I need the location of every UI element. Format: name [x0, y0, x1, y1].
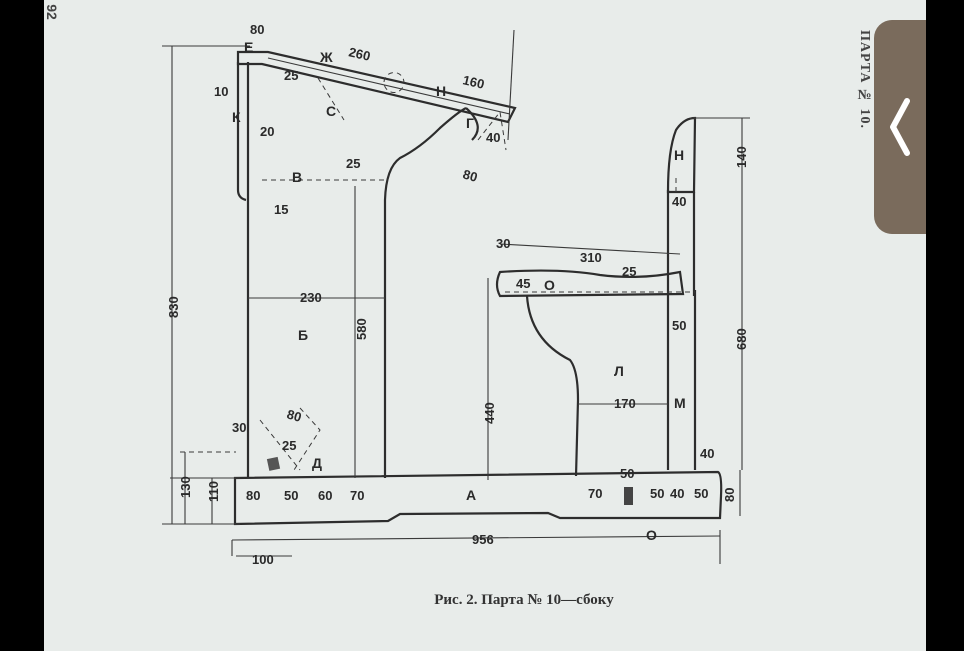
svg-text:60: 60 — [318, 488, 332, 503]
svg-text:830: 830 — [166, 296, 181, 318]
svg-text:110: 110 — [206, 481, 221, 502]
back-button[interactable] — [874, 20, 926, 234]
label-Q: О — [646, 527, 657, 543]
svg-text:50: 50 — [694, 486, 708, 501]
label-D: Д — [312, 455, 322, 471]
svg-text:40: 40 — [670, 486, 684, 501]
svg-text:40: 40 — [700, 446, 714, 461]
label-O: О — [544, 277, 555, 293]
label-ZH: Ж — [319, 49, 333, 65]
svg-text:20: 20 — [260, 124, 274, 139]
svg-text:580: 580 — [354, 318, 369, 340]
svg-text:140: 140 — [734, 146, 749, 168]
label-G: Г — [466, 115, 474, 131]
svg-text:70: 70 — [588, 486, 602, 501]
label-S: С — [326, 103, 336, 119]
label-L: Л — [614, 363, 624, 379]
document-page: 92 ПАРТА № 10. — [44, 0, 926, 651]
svg-text:170: 170 — [614, 396, 636, 411]
label-K: К — [232, 109, 241, 125]
svg-text:50: 50 — [284, 488, 298, 503]
svg-text:40: 40 — [672, 194, 686, 209]
dimension-texts: 80 260 160 25 10 20 40 80 25 15 830 230 … — [166, 22, 749, 567]
svg-text:130: 130 — [178, 476, 193, 498]
technical-drawing: А Б В Г Д Е Ж К Л М Н Н О С О 80 260 160 — [162, 22, 750, 567]
figure-caption: Рис. 2. Парта № 10—сбоку — [434, 592, 614, 608]
svg-text:30: 30 — [232, 420, 246, 435]
svg-text:160: 160 — [461, 72, 486, 91]
svg-text:10: 10 — [214, 84, 228, 99]
part-labels: А Б В Г Д Е Ж К Л М Н Н О С О — [232, 39, 686, 543]
svg-text:80: 80 — [246, 488, 260, 503]
svg-text:80: 80 — [722, 488, 737, 502]
svg-text:25: 25 — [282, 438, 296, 453]
label-A: А — [466, 487, 476, 503]
svg-text:45: 45 — [516, 276, 530, 291]
svg-text:100: 100 — [252, 552, 274, 567]
label-B: Б — [298, 327, 308, 343]
side-title: ПАРТА № 10. — [857, 30, 872, 129]
svg-text:25: 25 — [346, 156, 360, 171]
svg-text:25: 25 — [622, 264, 636, 279]
label-E: Е — [244, 39, 253, 55]
svg-text:40: 40 — [486, 130, 500, 145]
label-M: М — [674, 395, 686, 411]
svg-text:25: 25 — [284, 68, 298, 83]
svg-text:310: 310 — [580, 250, 602, 265]
svg-text:956: 956 — [472, 532, 494, 547]
dimension-lines — [162, 29, 750, 564]
svg-text:70: 70 — [350, 488, 364, 503]
svg-text:80: 80 — [250, 22, 264, 37]
svg-text:80: 80 — [285, 406, 303, 424]
label-N-top: Н — [674, 147, 684, 163]
chevron-left-icon — [890, 98, 910, 156]
svg-text:50: 50 — [650, 486, 664, 501]
svg-text:30: 30 — [496, 236, 510, 251]
label-V: В — [292, 169, 302, 185]
svg-text:230: 230 — [300, 290, 322, 305]
svg-text:440: 440 — [482, 402, 497, 424]
label-N-lid: Н — [436, 83, 446, 99]
svg-text:80: 80 — [461, 166, 479, 184]
drawing-outlines — [233, 50, 723, 526]
svg-text:15: 15 — [274, 202, 288, 217]
svg-text:680: 680 — [734, 328, 749, 350]
svg-text:50: 50 — [620, 466, 634, 481]
svg-text:260: 260 — [347, 44, 372, 63]
svg-text:50: 50 — [672, 318, 686, 333]
